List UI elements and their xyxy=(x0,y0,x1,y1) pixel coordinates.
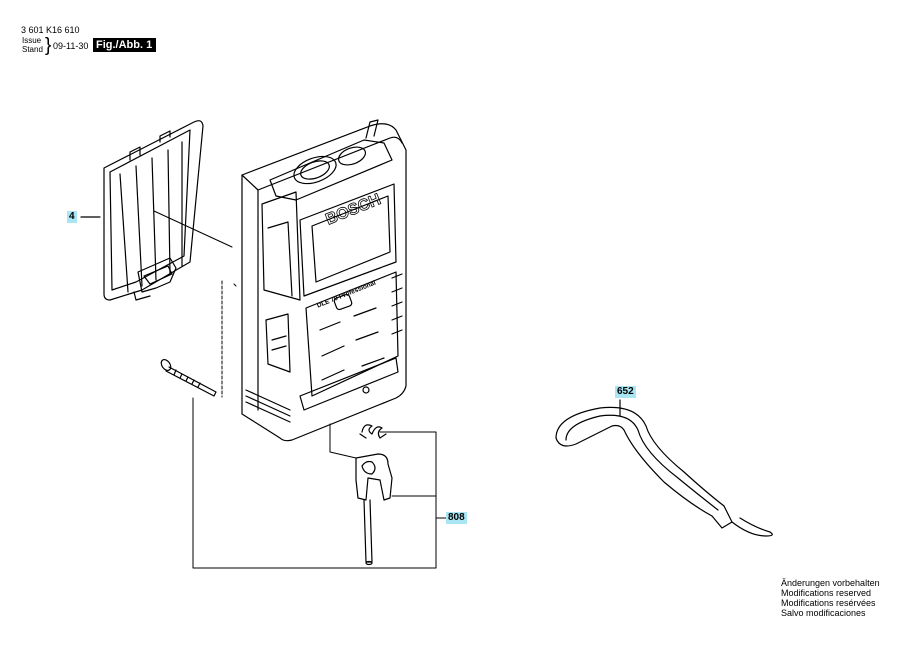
notice-line: Modifications reserved xyxy=(781,588,872,598)
device-model: DLE 70 Professional xyxy=(316,280,377,310)
notice-line: Salvo modificaciones xyxy=(781,608,866,618)
modifications-notice: Änderungen vorbehalten Modifications res… xyxy=(781,578,880,618)
device-brand: BOSCH xyxy=(323,191,383,228)
callout-bracket-set: 808 xyxy=(446,512,467,524)
wrist-strap xyxy=(556,400,772,536)
spring xyxy=(360,425,386,438)
issue-date: 09-11-30 xyxy=(53,41,89,51)
cover-assembly-line xyxy=(154,211,232,247)
screw xyxy=(159,358,216,396)
issue-stand-labels: Issue Stand xyxy=(22,36,43,54)
notice-line: Modifications resérvées xyxy=(781,598,876,608)
notice-line: Änderungen vorbehalten xyxy=(781,578,880,588)
callout-battery-cover: 4 xyxy=(67,211,77,223)
callout-wrist-strap: 652 xyxy=(615,386,636,398)
issue-label: Issue xyxy=(22,36,42,45)
brace-glyph: } xyxy=(45,35,52,56)
bracket-pin xyxy=(356,454,392,565)
mark-tick xyxy=(234,284,236,286)
battery-cover xyxy=(104,121,203,300)
stand-label: Stand xyxy=(22,45,43,54)
assembly-bracket-lines xyxy=(193,398,446,568)
laser-rangefinder-device xyxy=(242,120,406,441)
figure-label: Fig./Abb. 1 xyxy=(93,38,157,52)
part-number: 3 601 K16 610 xyxy=(21,25,80,35)
